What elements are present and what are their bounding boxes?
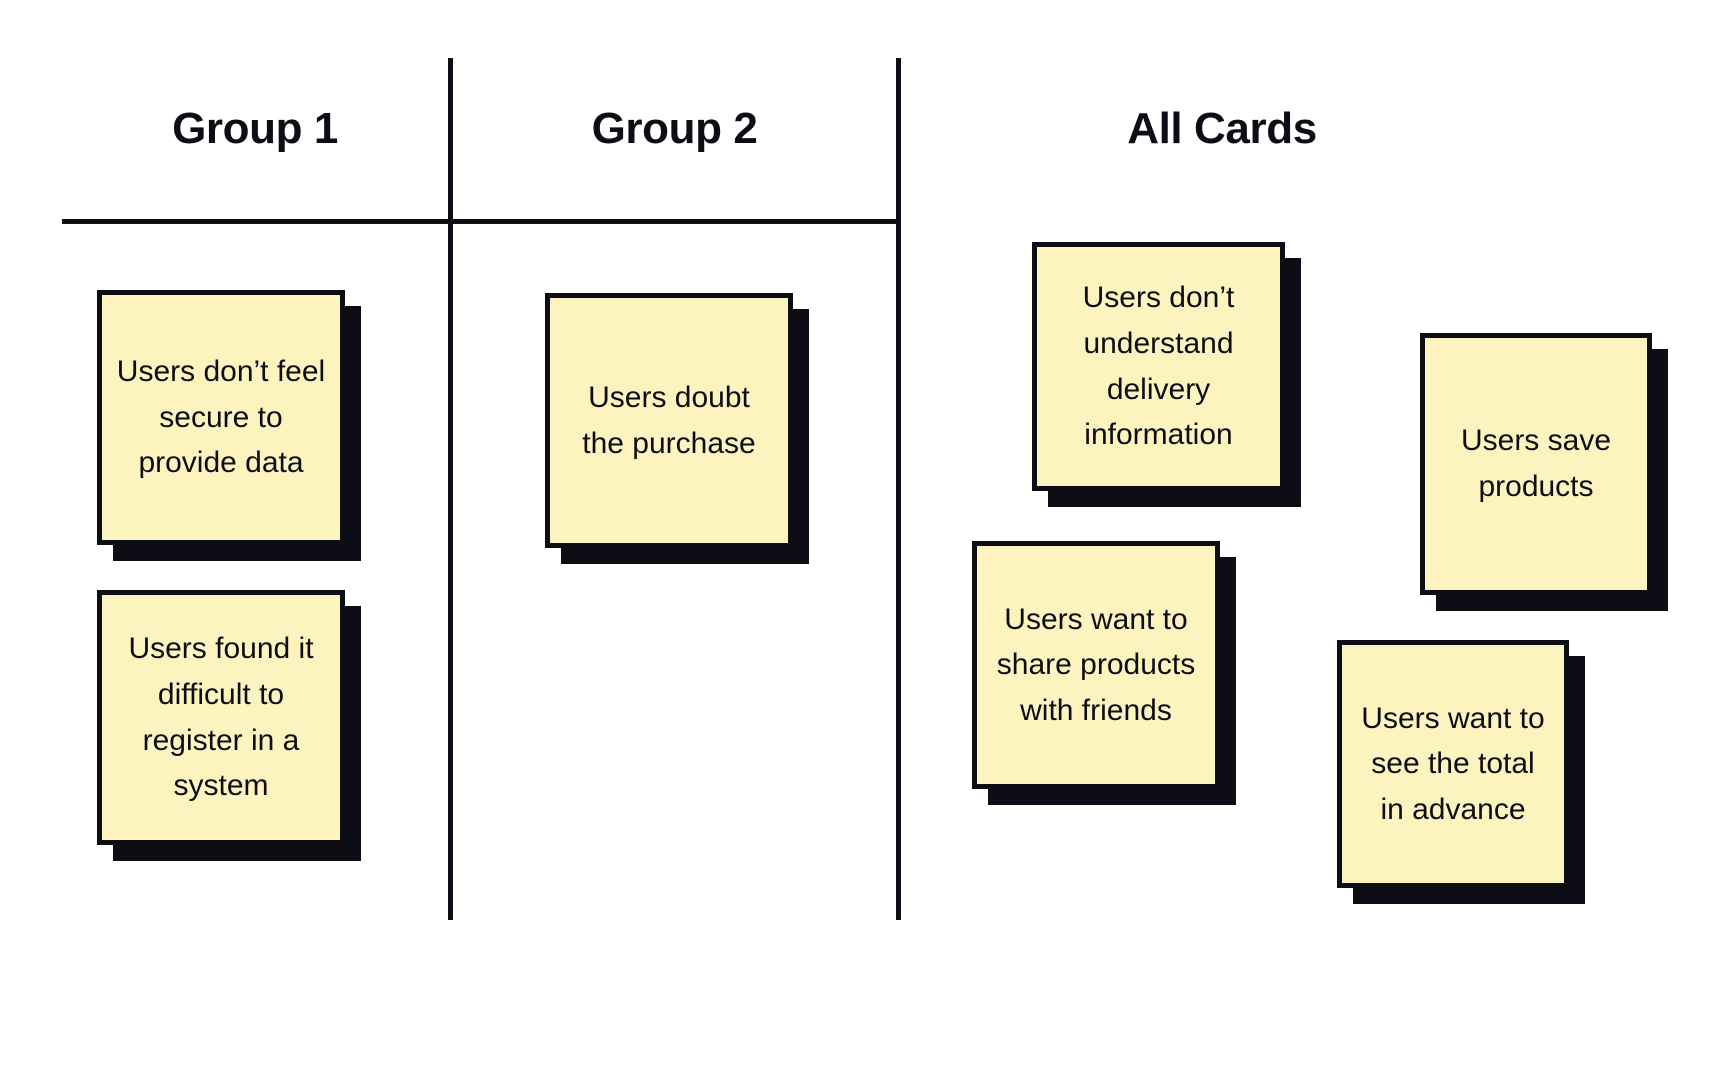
column-title-all-cards: All Cards xyxy=(1127,104,1317,153)
sticky-card-text: Users save products xyxy=(1460,424,1612,503)
sticky-card-text: Users don’t feel secure to provide data xyxy=(116,355,326,480)
column-title-group-1: Group 1 xyxy=(172,104,338,153)
sticky-card-users-want-to-share-products[interactable]: Users want to share products with friend… xyxy=(972,541,1220,789)
sticky-card-users-doubt-the-purchase[interactable]: Users doubt the purchase xyxy=(545,293,793,548)
column-divider-right xyxy=(896,58,901,920)
sticky-card-users-want-to-see-total[interactable]: Users want to see the total in advance xyxy=(1337,640,1569,888)
sticky-card-text: Users doubt the purchase xyxy=(582,380,756,460)
sticky-card-text: Users want to share products with friend… xyxy=(996,602,1196,727)
sticky-card-text: Users don’t understand delivery informat… xyxy=(1082,281,1235,452)
column-divider-left xyxy=(448,58,453,920)
sticky-card-users-dont-understand-delivery[interactable]: Users don’t understand delivery informat… xyxy=(1032,242,1285,491)
header-underline xyxy=(62,219,901,224)
sticky-card-users-found-it-difficult[interactable]: Users found it difficult to register in … xyxy=(97,590,345,845)
sticky-card-users-dont-feel-secure[interactable]: Users don’t feel secure to provide data xyxy=(97,290,345,545)
sticky-card-users-save-products[interactable]: Users save products xyxy=(1420,333,1652,595)
sticky-card-text: Users found it difficult to register in … xyxy=(128,632,314,803)
sticky-card-text: Users want to see the total in advance xyxy=(1361,701,1545,826)
column-title-group-2: Group 2 xyxy=(591,104,758,153)
